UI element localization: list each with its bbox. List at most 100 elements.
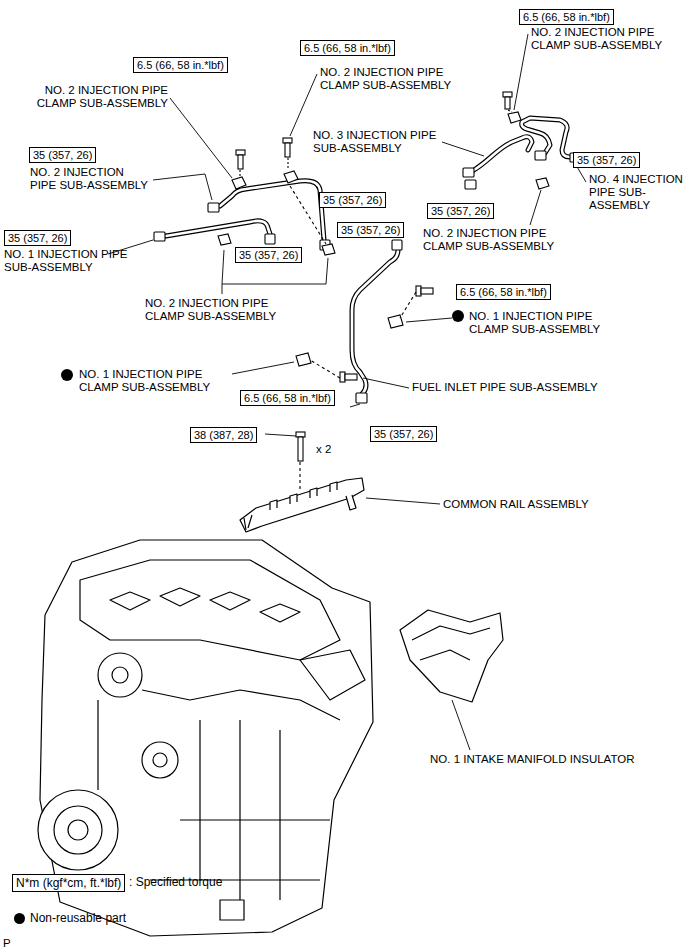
torque-spec-box: 35 (357, 26) xyxy=(235,247,302,263)
clamp-bolts-part xyxy=(236,150,245,155)
injection-pipes-part-part xyxy=(474,137,532,170)
leader-lines-part xyxy=(514,34,528,110)
torque-value: N*m (kgf*cm, ft.*lbf) xyxy=(16,876,121,890)
common-rail-part xyxy=(240,478,364,532)
torque-value: 35 (357, 26) xyxy=(431,205,490,217)
torque-value: 35 (357, 26) xyxy=(8,232,67,244)
pipe-clamps-part xyxy=(284,171,298,183)
torque-value: 6.5 (66, 58 in.*lbf) xyxy=(523,11,610,23)
part-name: NO. 1 INTAKE MANIFOLD INSULATOR xyxy=(430,753,634,766)
part-name: NO. 3 INJECTION PIPE SUB-ASSEMBLY xyxy=(313,129,453,155)
union-nuts-part xyxy=(392,240,402,250)
intake-manifold-insulator xyxy=(400,610,503,702)
clamp-bolts-part xyxy=(505,97,510,109)
leader-lines-part xyxy=(406,318,452,322)
clamp-bolts-part xyxy=(340,372,345,382)
engine-block-part xyxy=(220,900,244,920)
engine-block-part xyxy=(153,753,167,767)
part-name: NO. 2 INJECTION PIPE CLAMP SUB-ASSEMBLY xyxy=(320,66,460,92)
engine-block-part xyxy=(300,650,365,700)
engine-block-part xyxy=(54,806,102,854)
part-name: NO. 2 INJECTION PIPE CLAMP SUB-ASSEMBLY xyxy=(145,297,305,323)
union-nuts-part xyxy=(535,151,546,160)
engine-block-part xyxy=(98,653,142,697)
intake-manifold-insulator-part xyxy=(412,626,490,660)
leader-lines-part xyxy=(290,74,317,136)
engine-block-part xyxy=(68,820,88,840)
torque-value: 6.5 (66, 58 in.*lbf) xyxy=(244,392,331,404)
leader-lines-part xyxy=(363,378,409,388)
clamp-bolts-part xyxy=(416,286,421,296)
part-name: NO. 1 INJECTION PIPE CLAMP SUB-ASSEMBLY xyxy=(79,368,219,394)
torque-value: 38 (387, 28) xyxy=(194,429,253,441)
intake-manifold-insulator-part xyxy=(400,610,503,702)
pipe-clamps-part xyxy=(322,244,335,255)
part-name: NO. 2 INJECTION PIPE CLAMP SUB-ASSEMBLY xyxy=(423,227,563,253)
rail-bolt-part xyxy=(299,462,300,492)
pipe-clamps-part xyxy=(388,315,403,328)
legend-text: : Specified torque xyxy=(129,875,222,890)
torque-spec-box: 38 (387, 28) xyxy=(190,427,257,443)
clamp-bolts-part xyxy=(239,170,240,176)
union-nuts-part xyxy=(356,393,367,403)
torque-spec-box: 35 (357, 26) xyxy=(4,230,71,246)
torque-spec-box: 6.5 (66, 58 in.*lbf) xyxy=(519,9,614,25)
torque-spec-box: 35 (357, 26) xyxy=(370,426,437,442)
torque-value: 35 (357, 26) xyxy=(33,149,92,161)
union-nuts-part xyxy=(463,168,474,177)
injection-pipes-part-part xyxy=(220,181,324,240)
union-nuts xyxy=(154,151,580,403)
part-name: NO. 2 INJECTION PIPE CLAMP SUB-ASSEMBLY xyxy=(531,26,671,52)
leader-lines-part xyxy=(442,142,484,156)
union-nuts-part xyxy=(208,203,219,212)
injection-pipes-part xyxy=(166,118,570,394)
injection-pipes-part-part xyxy=(220,181,324,240)
part-name: NO. 4 INJECTION PIPE SUB-ASSEMBLY xyxy=(589,173,686,212)
part-name: FUEL INLET PIPE SUB-ASSEMBLY xyxy=(412,381,598,394)
pipe-clamps-part xyxy=(536,178,549,189)
legend-torque-box: N*m (kgf*cm, ft.*lbf) xyxy=(12,874,125,892)
non-reusable-marks-part xyxy=(452,310,464,322)
engine-block-part xyxy=(98,690,340,900)
leader-lines-part xyxy=(232,362,294,374)
engine-block-part xyxy=(110,588,300,622)
common-rail-part xyxy=(244,515,252,530)
part-name: NO. 1 INJECTION PIPE SUB-ASSEMBLY xyxy=(4,248,144,274)
torque-value: 6.5 (66, 58 in.*lbf) xyxy=(460,286,547,298)
injection-pipes-part-part xyxy=(166,221,270,236)
rail-bolt-part xyxy=(296,432,305,437)
clamp-bolts-part xyxy=(285,143,290,157)
non-reusable-marks-part xyxy=(61,369,73,381)
leader-lines-part xyxy=(265,434,296,436)
part-name: NO. 1 INJECTION PIPE CLAMP SUB-ASSEMBLY xyxy=(469,310,609,336)
leader-lines-part xyxy=(452,700,470,750)
leader-lines-part xyxy=(153,174,212,200)
part-name: NO. 2 INJECTION PIPE CLAMP SUB-ASSEMBLY xyxy=(28,84,168,110)
torque-spec-box: 35 (357, 26) xyxy=(319,192,386,208)
common-rail-part xyxy=(270,482,356,510)
part-name: COMMON RAIL ASSEMBLY xyxy=(443,498,589,511)
part-name: NO. 2 INJECTION PIPE SUB-ASSEMBLY xyxy=(30,166,150,192)
injection-pipes-part xyxy=(166,118,570,394)
legend-text: Non-reusable part xyxy=(30,911,126,926)
torque-value: 6.5 (66, 58 in.*lbf) xyxy=(137,59,224,71)
torque-spec-box: 35 (357, 26) xyxy=(29,147,96,163)
torque-value: 35 (357, 26) xyxy=(239,249,298,261)
clamp-bolts-part xyxy=(508,110,512,112)
engine-block-part xyxy=(38,790,118,870)
injection-pipes-part-part xyxy=(166,221,270,236)
clamp-bolts-part xyxy=(283,138,292,143)
injection-pipes xyxy=(166,118,570,394)
callout-text: x 2 xyxy=(316,443,331,456)
torque-value: 35 (357, 26) xyxy=(323,194,382,206)
clamp-bolts-part xyxy=(503,92,512,97)
legend-swatch xyxy=(14,913,25,924)
union-nuts-part xyxy=(265,234,275,244)
leader-lines-part xyxy=(366,498,440,504)
union-nuts-part xyxy=(465,180,476,189)
engine-block-part xyxy=(112,667,128,683)
torque-spec-box: 35 (357, 26) xyxy=(427,203,494,219)
leader-lines-part xyxy=(222,250,224,294)
union-nuts-part xyxy=(154,232,165,241)
